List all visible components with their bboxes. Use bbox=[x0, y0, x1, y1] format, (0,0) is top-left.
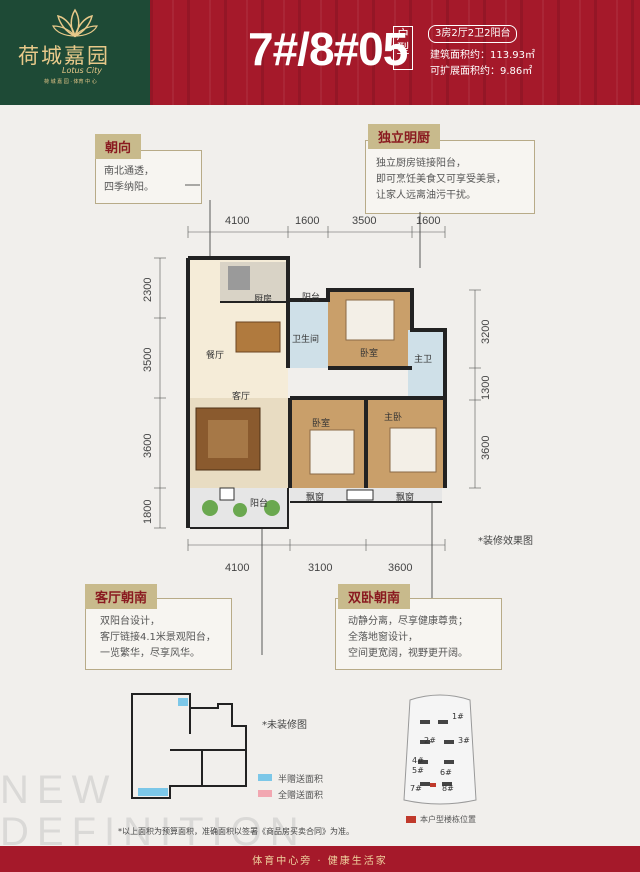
legend-full-swatch bbox=[258, 790, 272, 797]
callout-living bbox=[85, 598, 232, 670]
site-label-7: 7# bbox=[410, 784, 422, 793]
callout-bedrooms bbox=[335, 598, 502, 670]
dim-left-3: 3600 bbox=[142, 433, 154, 458]
dim-bottom-3: 3600 bbox=[388, 562, 413, 574]
callout-bedrooms-title: 双卧朝南 bbox=[338, 584, 411, 609]
site-label-1: 1# bbox=[452, 712, 464, 721]
room-dining: 餐厅 bbox=[206, 351, 225, 361]
dim-top-4: 1600 bbox=[416, 215, 441, 227]
extend-area-label: 可扩展面积约：9.86㎡ bbox=[430, 66, 533, 77]
site-label-3: 3# bbox=[458, 736, 470, 745]
dim-right-2: 1300 bbox=[480, 375, 492, 400]
footer-band bbox=[0, 846, 640, 872]
footer-slogan: 体育中心旁 · 健康生活家 bbox=[252, 856, 388, 867]
room-bathroom: 卫生间 bbox=[292, 335, 320, 345]
logo-subtitle: 荷 城 嘉 园 · 体育 中 心 bbox=[44, 79, 97, 85]
dim-right-1: 3200 bbox=[480, 319, 492, 344]
site-label-8: 8# bbox=[442, 784, 454, 793]
undecorated-note: *未装修图 bbox=[262, 720, 307, 731]
room-bedroom-north: 卧室 bbox=[360, 349, 379, 359]
room-bay-window-2: 飘窗 bbox=[396, 493, 415, 503]
site-label-6: 6# bbox=[440, 768, 452, 777]
header-stripes bbox=[150, 0, 640, 105]
dim-top-2: 1600 bbox=[295, 215, 320, 227]
position-swatch bbox=[406, 816, 416, 823]
room-kitchen: 厨房 bbox=[254, 295, 273, 305]
dim-left-4: 1800 bbox=[142, 499, 154, 524]
site-label-4: 4# bbox=[412, 756, 424, 765]
callout-living-text: 双阳台设计， 客厅链接4.1米景观阳台， 一览繁华，尽享风华。 bbox=[100, 616, 216, 659]
legend-half-swatch bbox=[258, 774, 272, 781]
callout-bedrooms-text: 动静分离，尽享健康尊贵； 全落地窗设计， 空间更宽阔，视野更开阔。 bbox=[348, 616, 468, 659]
room-bay-window-1: 飘窗 bbox=[306, 493, 325, 503]
site-plan bbox=[403, 694, 477, 805]
site-label-2: 2# bbox=[424, 736, 436, 745]
undecorated-plan bbox=[131, 693, 247, 799]
dim-right-3: 3600 bbox=[480, 435, 492, 460]
site-label-5: 5# bbox=[412, 766, 424, 775]
disclaimer: *以上面积为预算面积，准确面积以签署《商品房买卖合同》为准。 bbox=[118, 827, 354, 836]
callout-orientation-title: 朝向 bbox=[95, 134, 142, 159]
callout-orientation bbox=[95, 150, 202, 204]
callout-kitchen bbox=[365, 140, 535, 214]
position-label: 本户型楼栋位置 bbox=[420, 815, 476, 824]
room-master: 主卧 bbox=[384, 413, 403, 423]
logo: 荷城嘉园 Lotus City 荷 城 嘉 园 · 体育 中 心 bbox=[0, 0, 150, 105]
area-label: 建筑面积约：113.93㎡ bbox=[430, 50, 535, 61]
room-balcony-south: 阳台 bbox=[250, 499, 269, 509]
dim-bottom-2: 3100 bbox=[308, 562, 333, 574]
unit-type-label: 户型 bbox=[393, 26, 413, 70]
room-master-bath: 主卫 bbox=[414, 355, 433, 365]
callout-living-title: 客厅朝南 bbox=[85, 584, 158, 609]
lotus-icon bbox=[52, 8, 98, 38]
room-balcony-north: 阳台 bbox=[302, 293, 321, 303]
logo-name: 荷城嘉园 bbox=[18, 44, 110, 68]
legend-full-label: 全赠送面积 bbox=[278, 791, 324, 801]
callout-orientation-text: 南北通透， 四季纳阳。 bbox=[104, 166, 154, 193]
logo-english: Lotus City bbox=[62, 66, 102, 75]
room-bedroom-south: 卧室 bbox=[312, 419, 331, 429]
dim-left-2: 3500 bbox=[142, 347, 154, 372]
dim-left-1: 2300 bbox=[142, 277, 154, 302]
callout-kitchen-title: 独立明厨 bbox=[368, 124, 441, 149]
callout-kitchen-text: 独立厨房链接阳台， 即可烹饪美食又可享受美景， 让家人远离油污干扰。 bbox=[376, 158, 506, 201]
dim-top-1: 4100 bbox=[225, 215, 250, 227]
layout-badge: 3房2厅2卫2阳台 bbox=[428, 25, 518, 43]
bg-text-new: NEW bbox=[0, 768, 118, 812]
room-living: 客厅 bbox=[232, 392, 251, 402]
legend-half-label: 半赠送面积 bbox=[278, 775, 324, 785]
dim-bottom-1: 4100 bbox=[225, 562, 250, 574]
decorated-note: *装修效果图 bbox=[478, 536, 533, 547]
unit-title: 7#/8#05 bbox=[248, 23, 408, 75]
dim-top-3: 3500 bbox=[352, 215, 377, 227]
